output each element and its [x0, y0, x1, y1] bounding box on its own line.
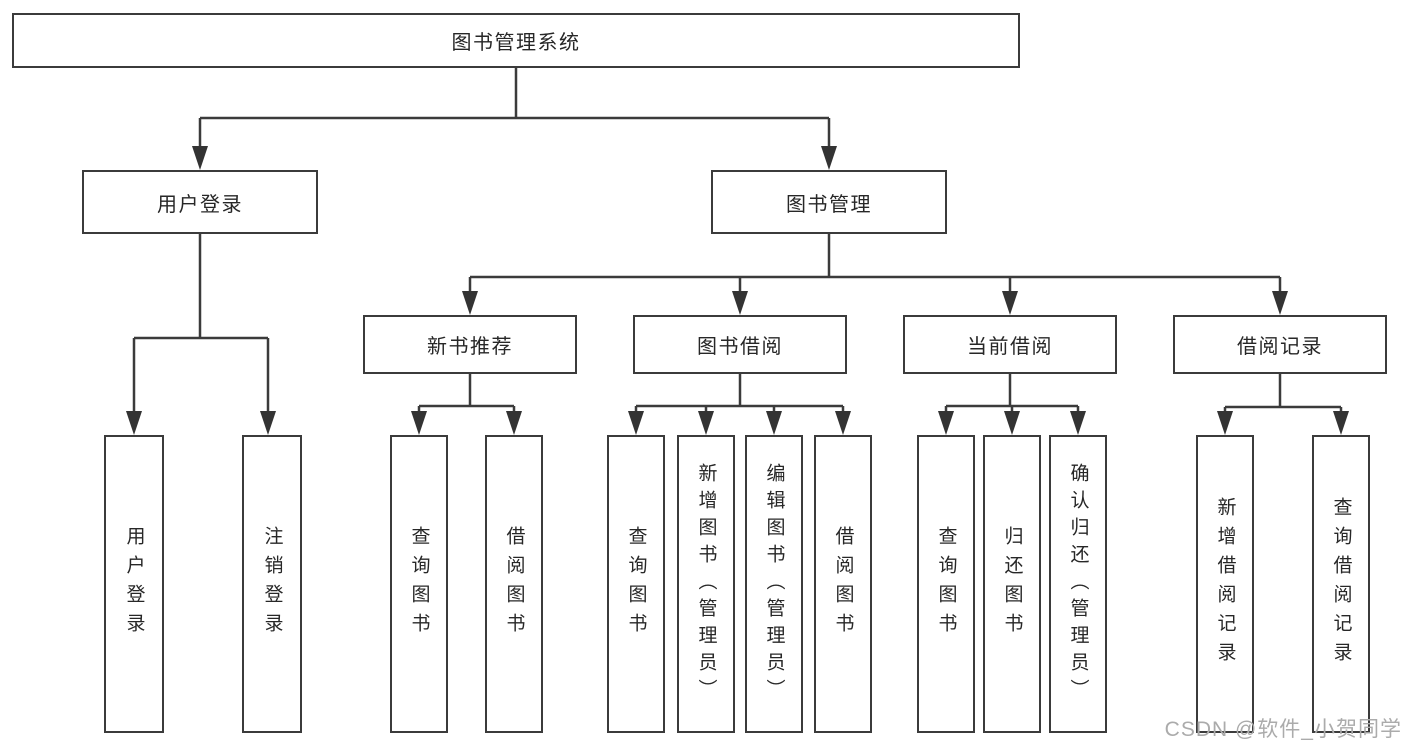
node-label: 图书管理 — [786, 193, 872, 216]
leaf-add-books-admin: 新增图书（管理员） — [677, 435, 735, 733]
node-label: 查询图书 — [408, 526, 430, 642]
node-label: 查询图书 — [935, 526, 957, 642]
node-borrowing-records: 借阅记录 — [1173, 315, 1387, 374]
node-label: 查询借阅记录 — [1330, 497, 1352, 671]
node-label: 图书管理系统 — [451, 32, 581, 54]
node-current-borrowing: 当前借阅 — [903, 315, 1117, 374]
node-label: 新增借阅记录 — [1214, 497, 1236, 671]
node-label: 借阅图书 — [832, 526, 854, 642]
node-book-borrowing: 图书借阅 — [633, 315, 847, 374]
node-new-book-recommendation: 新书推荐 — [363, 315, 577, 374]
node-label: 注销登录 — [261, 526, 283, 642]
node-label: 归还图书 — [1001, 526, 1023, 642]
node-label: 编辑图书（管理员） — [763, 462, 785, 706]
leaf-query-borrow-record: 查询借阅记录 — [1312, 435, 1370, 733]
leaf-borrow-books-recommendation: 借阅图书 — [485, 435, 543, 733]
node-label: 用户登录 — [123, 526, 145, 642]
node-user-login-branch: 用户登录 — [82, 170, 318, 234]
leaf-query-books-current: 查询图书 — [917, 435, 975, 733]
leaf-edit-books-admin: 编辑图书（管理员） — [745, 435, 803, 733]
arrowheads — [126, 146, 1349, 435]
node-label: 查询图书 — [625, 526, 647, 642]
node-label: 用户登录 — [157, 193, 243, 216]
node-label: 确认归还（管理员） — [1067, 462, 1089, 706]
leaf-user-login: 用户登录 — [104, 435, 164, 733]
node-label: 借阅图书 — [503, 526, 525, 642]
leaf-query-books-recommendation: 查询图书 — [390, 435, 448, 733]
csdn-watermark: CSDN @软件_小贺同学 — [1164, 718, 1402, 741]
node-root-library-management-system: 图书管理系统 — [12, 13, 1020, 68]
leaf-logout: 注销登录 — [242, 435, 302, 733]
leaf-confirm-return-admin: 确认归还（管理员） — [1049, 435, 1107, 733]
node-book-management-branch: 图书管理 — [711, 170, 947, 234]
leaf-query-books-borrowing: 查询图书 — [607, 435, 665, 733]
node-label: 新增图书（管理员） — [695, 462, 717, 706]
node-label: 图书借阅 — [697, 336, 783, 358]
node-label: 当前借阅 — [967, 336, 1053, 358]
node-label: 借阅记录 — [1237, 336, 1323, 358]
node-label: 新书推荐 — [427, 336, 513, 358]
leaf-add-borrow-record: 新增借阅记录 — [1196, 435, 1254, 733]
leaf-return-books: 归还图书 — [983, 435, 1041, 733]
leaf-borrow-books: 借阅图书 — [814, 435, 872, 733]
